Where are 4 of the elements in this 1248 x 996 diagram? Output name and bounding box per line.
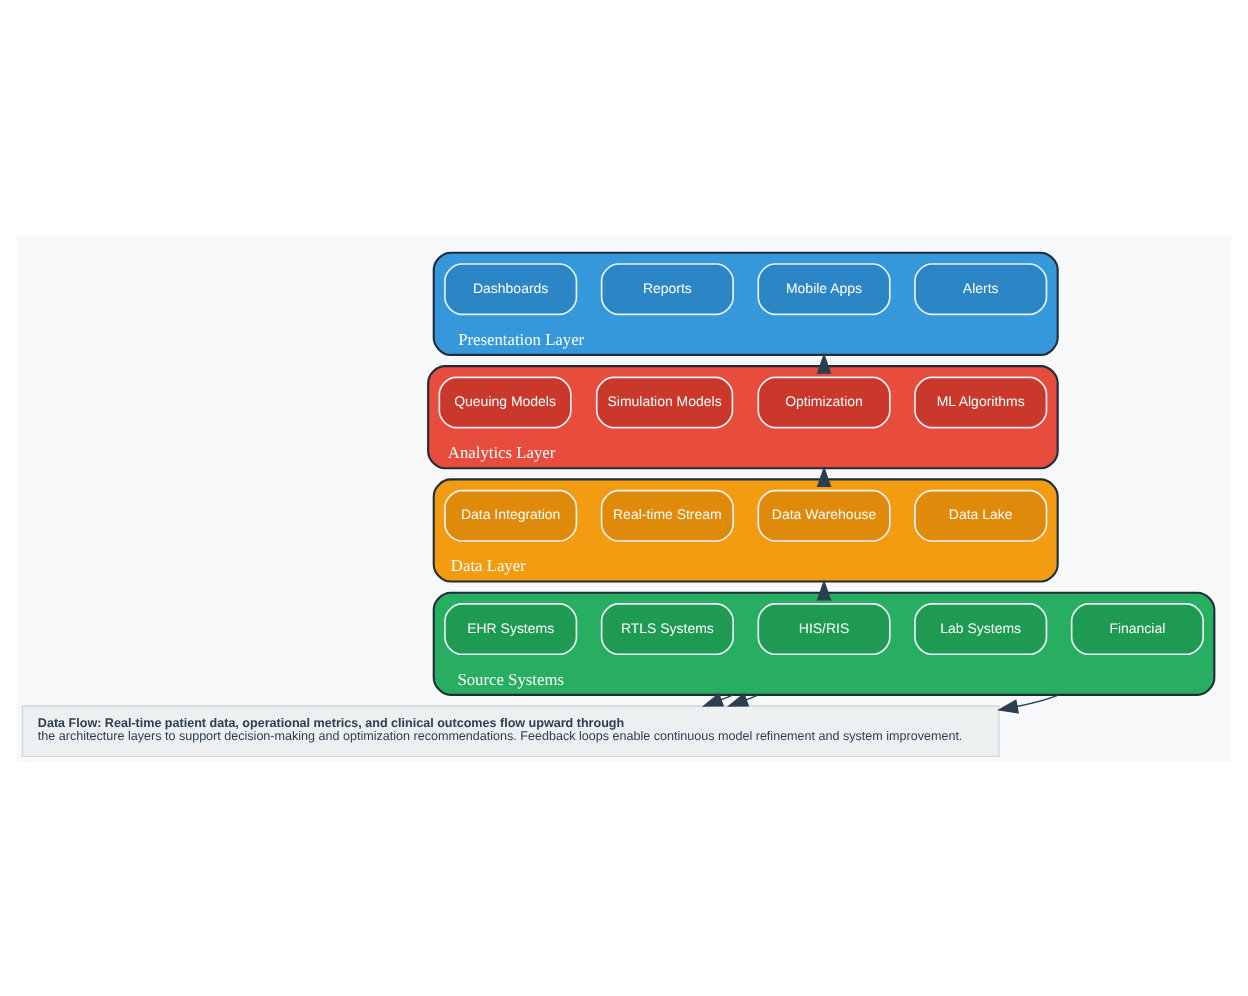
arrow — [997, 693, 1060, 713]
arrow — [701, 691, 734, 706]
arrow — [816, 351, 832, 373]
arrow — [727, 691, 759, 706]
